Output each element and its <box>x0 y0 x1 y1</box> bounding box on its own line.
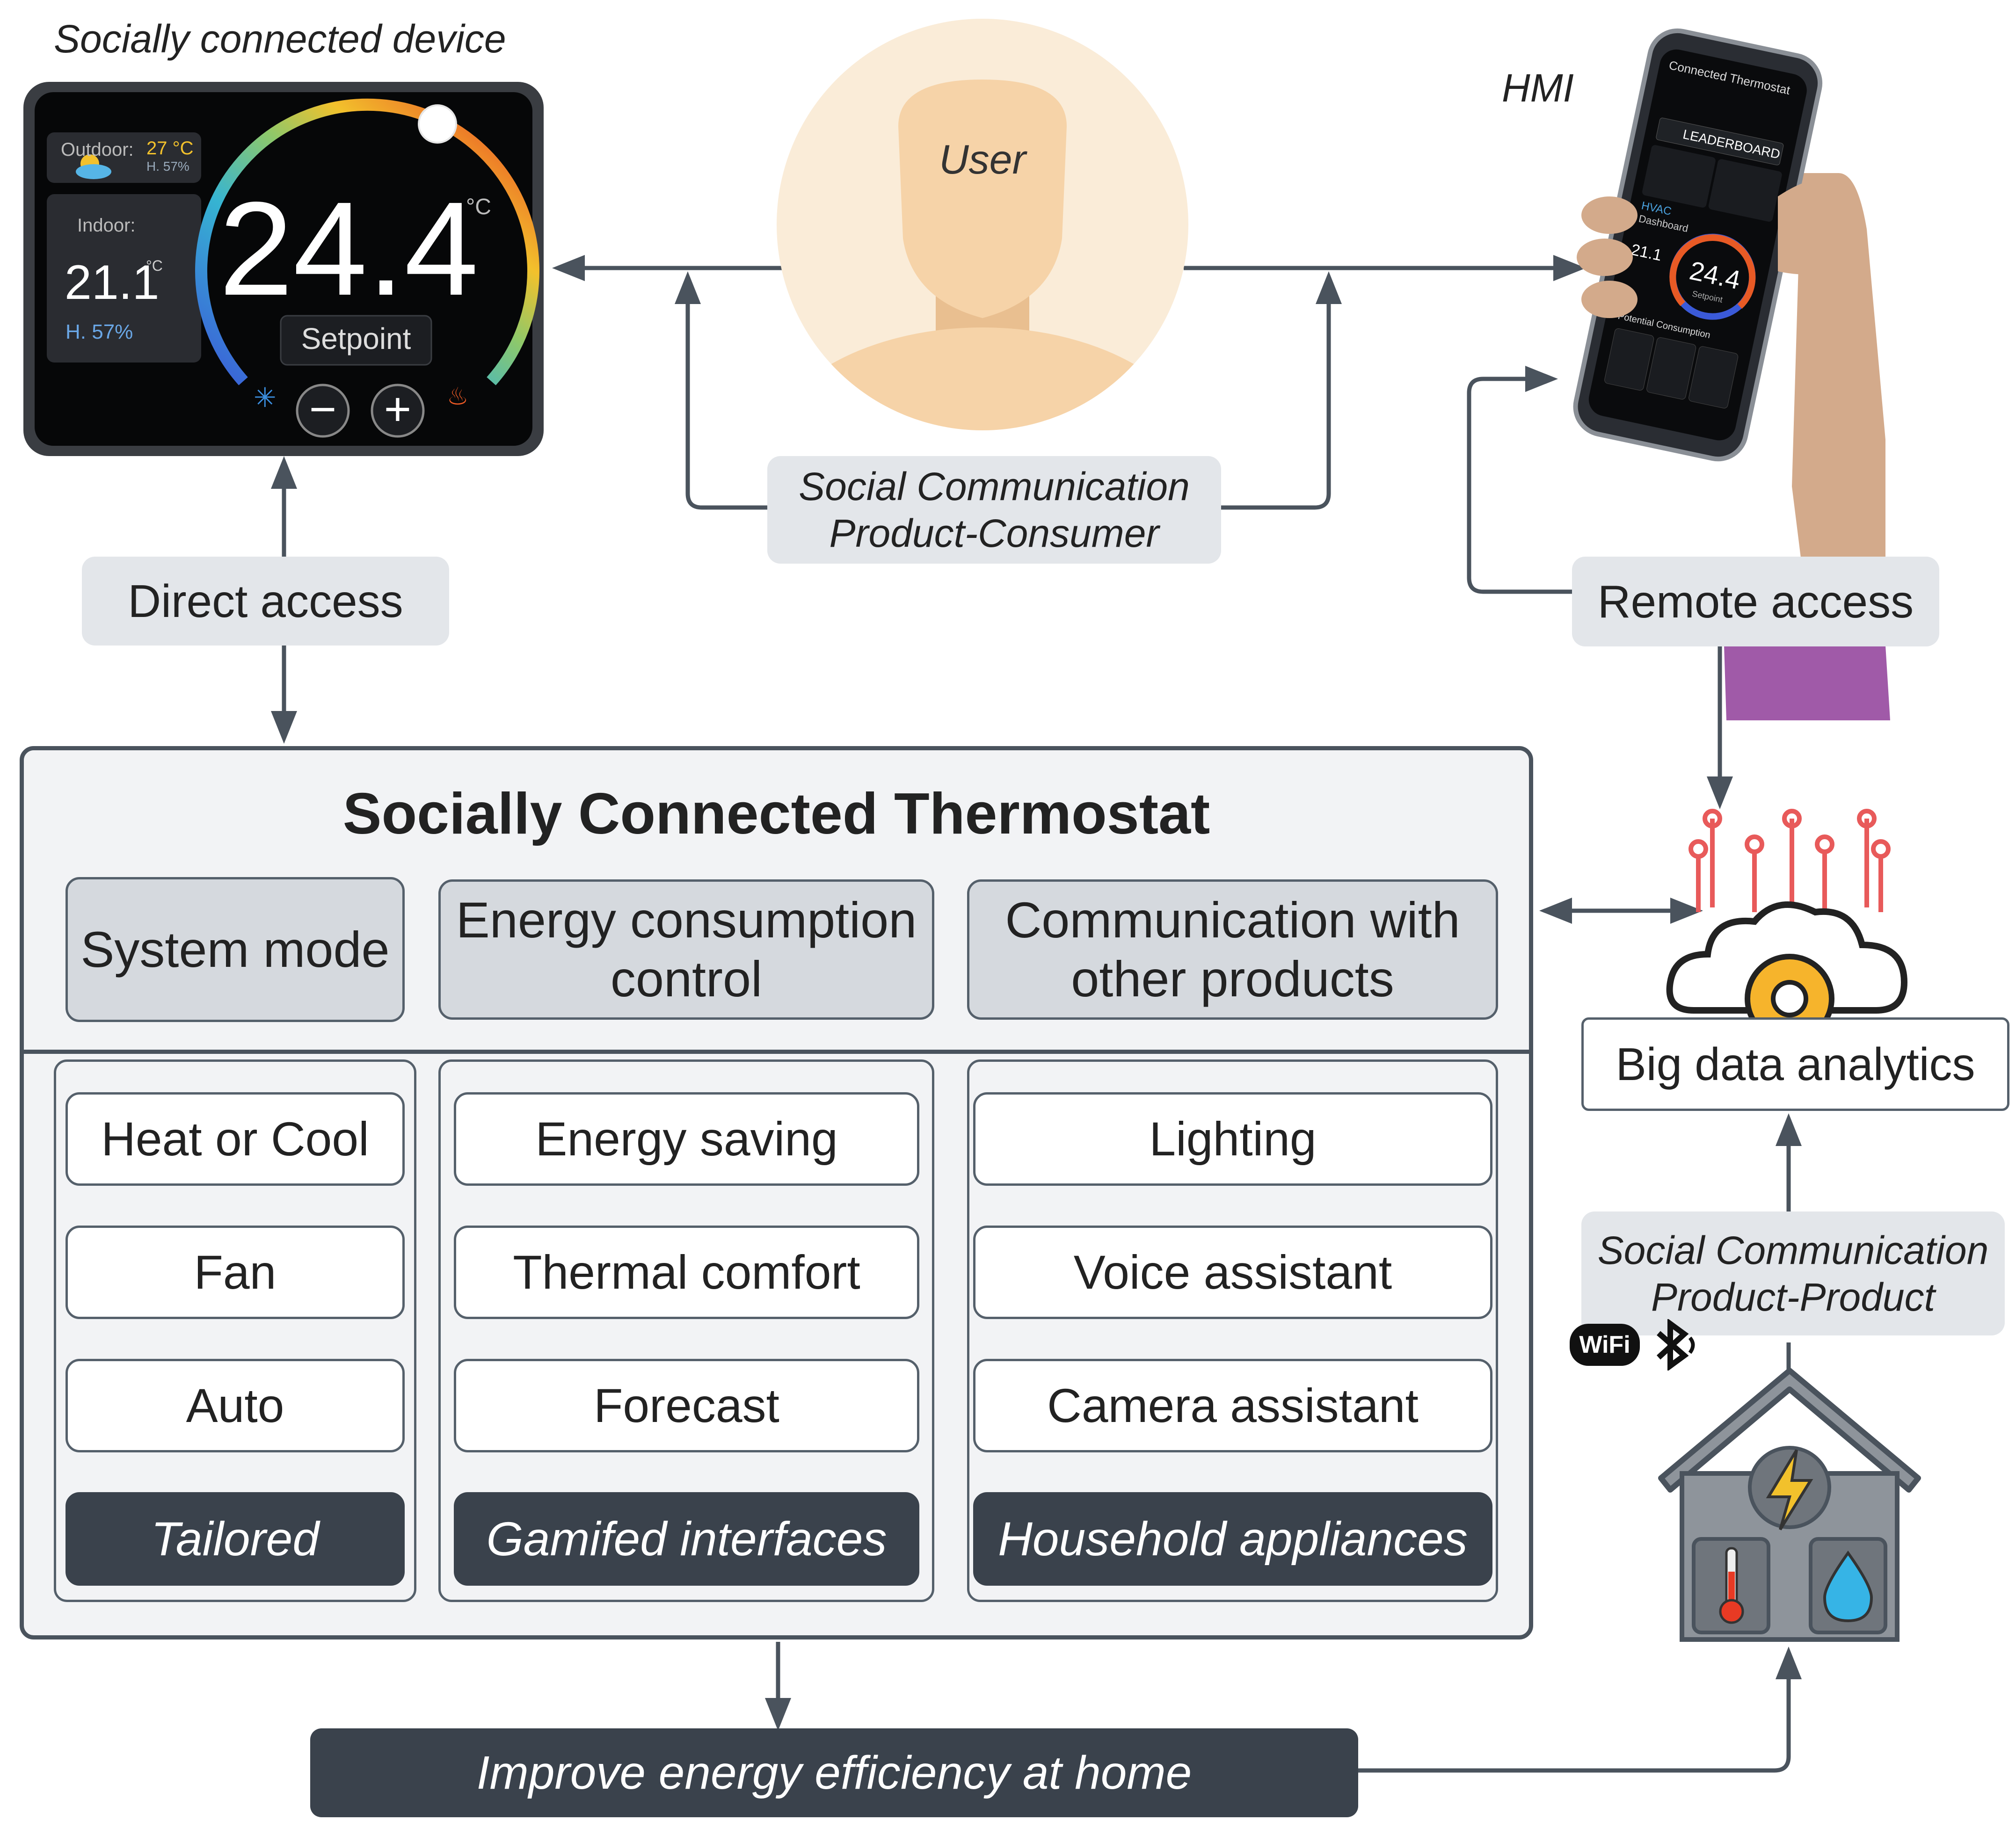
indoor-temp: 21.1 <box>65 255 160 310</box>
header-communication-line1: Communication with <box>1005 892 1460 948</box>
indoor-unit: °C <box>146 257 163 274</box>
social-consumer-line2: Product-Consumer <box>829 511 1159 555</box>
arrow-social-left <box>685 299 767 510</box>
user-avatar <box>777 19 1188 430</box>
item-heat-or-cool: Heat or Cool <box>66 1092 405 1186</box>
item-camera-assistant: Camera assistant <box>973 1359 1492 1452</box>
social-product-line1: Social Communication <box>1597 1228 1989 1272</box>
energy-efficiency-banner: Improve energy efficiency at home <box>310 1728 1358 1817</box>
header-energy-line2: control <box>610 950 763 1007</box>
remote-access-label: Remote access <box>1572 557 1939 646</box>
item-lighting: Lighting <box>973 1092 1492 1186</box>
item-fan: Fan <box>66 1226 405 1319</box>
arrow-social-right <box>1221 299 1331 510</box>
thermostat-title: Socially Connected Thermostat <box>342 782 1210 846</box>
minus-button[interactable] <box>296 384 350 438</box>
indoor-panel <box>47 194 201 363</box>
outdoor-humidity: H. 57% <box>146 159 189 174</box>
header-system-mode-text: System mode <box>80 921 390 978</box>
weather-icon <box>76 154 111 179</box>
plus-label[interactable]: + <box>384 383 412 435</box>
hmi-phone: Connected Thermostat LEADERBOARD HVAC Da… <box>1573 28 1890 720</box>
social-consumer-label: Social Communication Product-Consumer <box>767 456 1221 564</box>
header-energy-control: Energy consumption control <box>438 879 934 1020</box>
footer-gamified-interfaces: Gamifed interfaces <box>454 1492 919 1586</box>
setpoint-value: 24.4 <box>219 174 479 323</box>
footer-tailored: Tailored <box>66 1492 405 1586</box>
setpoint-label-box <box>280 315 432 366</box>
minus-label[interactable]: − <box>309 383 337 435</box>
device-caption: Socially connected device <box>54 17 506 61</box>
indoor-humidity: H. 57% <box>66 320 133 343</box>
plus-button[interactable] <box>371 384 425 438</box>
thermostat-device: ✳ ♨ Outdoor: 27 °C H. 57% Indoor: 21.1 °… <box>23 82 544 456</box>
social-consumer-line1: Social Communication <box>799 464 1190 508</box>
direct-access-label: Direct access <box>82 557 449 646</box>
snowflake-icon: ✳ <box>254 383 277 413</box>
dial-knob <box>418 104 457 144</box>
item-energy-saving: Energy saving <box>454 1092 919 1186</box>
wifi-icon: WiFi <box>1570 1324 1640 1366</box>
indoor-label: Indoor: <box>77 215 136 236</box>
setpoint-label: Setpoint <box>301 322 411 355</box>
setpoint-unit: °C <box>466 195 491 219</box>
item-thermal-comfort: Thermal comfort <box>454 1226 919 1319</box>
outdoor-label: Outdoor: <box>61 139 134 160</box>
sleeve <box>1724 646 1890 720</box>
item-auto: Auto <box>66 1359 405 1452</box>
hmi-label: HMI <box>1502 66 1574 110</box>
header-communication-line2: other products <box>1071 950 1394 1007</box>
item-forecast: Forecast <box>454 1359 919 1452</box>
footer-household-appliances: Household appliances <box>973 1492 1492 1586</box>
social-product-line2: Product-Product <box>1651 1275 1935 1319</box>
header-energy-line1: Energy consumption <box>456 892 917 948</box>
header-system-mode: System mode <box>66 877 405 1022</box>
lightning-icon <box>1766 1449 1813 1531</box>
water-drop-icon <box>1823 1550 1873 1623</box>
social-product-label: Social Communication Product-Product <box>1581 1211 2005 1335</box>
big-data-label: Big data analytics <box>1581 1017 2009 1111</box>
header-communication: Communication with other products <box>967 879 1498 1020</box>
flame-icon: ♨ <box>447 383 469 410</box>
setpoint-arc <box>195 98 539 385</box>
item-voice-assistant: Voice assistant <box>973 1226 1492 1319</box>
bluetooth-icon <box>1656 1319 1695 1371</box>
user-label: User <box>939 136 1026 182</box>
outdoor-temp: 27 °C <box>146 138 194 159</box>
smart-home-icon <box>1658 1368 1921 1642</box>
big-data-cloud-icon <box>1666 809 1908 1020</box>
